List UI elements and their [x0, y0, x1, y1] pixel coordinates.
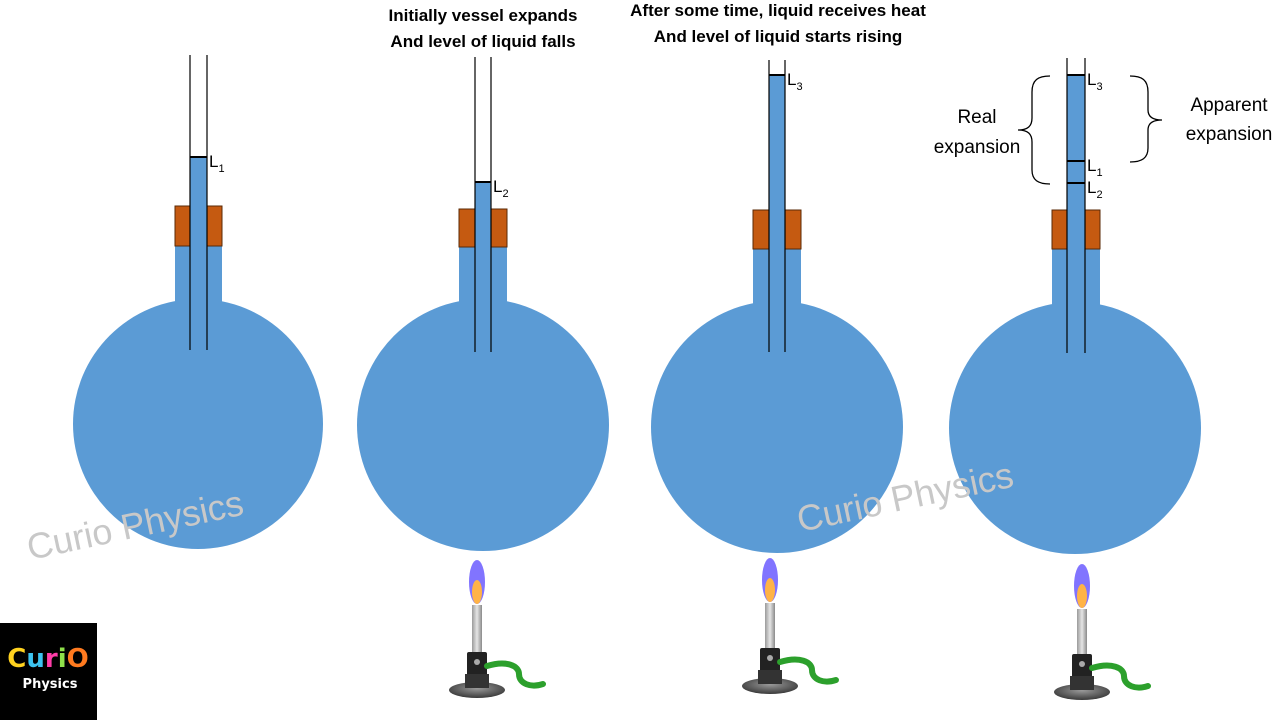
flask-bulb — [651, 301, 903, 553]
flask-liquid-rises: L3 — [651, 60, 903, 553]
caption-step3-line1: After some time, liquid receives heat — [630, 1, 926, 20]
gas-hose — [777, 656, 839, 685]
apparent-expansion-label-line1: Apparent — [1190, 95, 1268, 116]
liquid-column — [475, 182, 491, 352]
level-label-l1: L1 — [1087, 156, 1103, 179]
liquid-column — [769, 75, 785, 352]
flask-comparison: L3 L1 L2 Real expansion Apparent expansi… — [934, 58, 1273, 554]
svg-text:Physics: Physics — [23, 677, 78, 692]
apparent-expansion-brace — [1129, 75, 1163, 163]
air-hole — [474, 659, 480, 665]
flame-inner — [472, 580, 482, 604]
flask-bulb — [73, 299, 323, 549]
flame-inner — [765, 578, 775, 602]
caption-step3-line2: And level of liquid starts rising — [654, 27, 902, 46]
liquid-column — [1067, 75, 1085, 353]
flask-initial: L1 — [73, 55, 323, 549]
caption-step2-line2: And level of liquid falls — [390, 32, 575, 51]
real-expansion-label-line2: expansion — [934, 137, 1021, 158]
real-expansion-label-line1: Real — [957, 107, 996, 128]
liquid-column — [190, 157, 207, 350]
burner-barrel — [472, 605, 482, 655]
burner-barrel — [1077, 609, 1087, 657]
flask-bulb — [949, 302, 1201, 554]
level-label-l3: L3 — [1087, 70, 1103, 93]
air-hole — [767, 655, 773, 661]
flask-bulb — [357, 299, 609, 551]
level-label-l3: L3 — [787, 70, 803, 93]
level-label-l2: L2 — [1087, 178, 1103, 201]
burner-base — [449, 682, 505, 698]
flame-inner — [1077, 584, 1087, 608]
gas-hose — [484, 660, 546, 689]
burner-barrel — [765, 603, 775, 651]
curio-physics-logo: CuriO Physics — [0, 623, 97, 720]
level-label-l1: L1 — [209, 152, 225, 175]
flask-vessel-expands: L2 — [357, 57, 609, 551]
gas-hose — [1089, 662, 1151, 691]
level-label-l2: L2 — [493, 177, 509, 200]
bunsen-burner — [742, 558, 839, 694]
caption-step2-line1: Initially vessel expands — [389, 6, 578, 25]
air-hole — [1079, 661, 1085, 667]
bunsen-burner — [1054, 564, 1151, 700]
bunsen-burner — [449, 560, 546, 698]
real-expansion-brace — [1017, 75, 1051, 185]
burner-base — [742, 678, 798, 694]
burner-base — [1054, 684, 1110, 700]
apparent-expansion-label-line2: expansion — [1186, 124, 1273, 145]
svg-text:CuriO: CuriO — [7, 644, 88, 674]
